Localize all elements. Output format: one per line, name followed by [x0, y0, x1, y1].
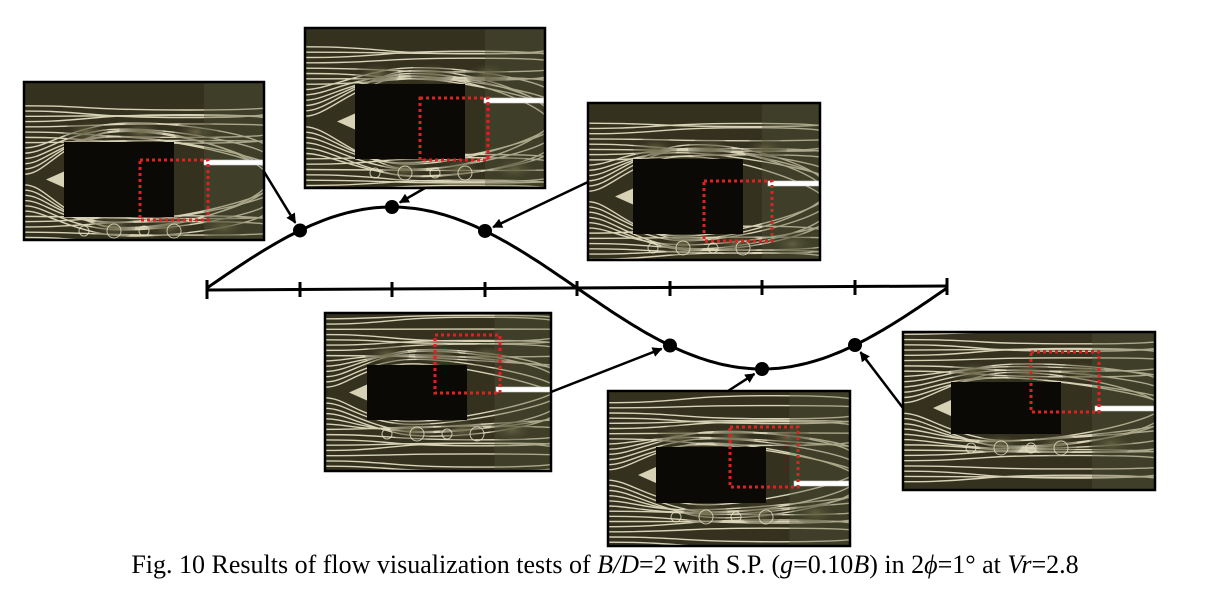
flow-panel-phase-4 [323, 311, 553, 473]
bluff-body [951, 382, 1061, 434]
bluff-body [367, 365, 467, 420]
oscillation-curve [206, 205, 948, 371]
splitter-plate [793, 480, 850, 487]
turbulent-wake [355, 28, 545, 188]
caption-vr-eq: =2.8 [1031, 550, 1079, 579]
phase-points [293, 200, 862, 376]
flow-panel-phase-1 [22, 80, 266, 242]
streamlines [608, 394, 850, 546]
arrow-phase-5 [727, 372, 756, 393]
caption-phi-var: ϕ [924, 550, 938, 579]
arrow-phase-2 [398, 186, 426, 204]
focus-region-box [728, 425, 800, 489]
panel-frame [901, 330, 1157, 492]
figure-caption: Fig. 10 Results of flow visualization te… [0, 550, 1210, 580]
focus-region-box [138, 158, 210, 222]
turbulent-wake [656, 391, 850, 546]
flow-panel-phase-6 [901, 330, 1157, 492]
bluff-body [355, 84, 465, 159]
caption-g-eq: =0.10 [793, 550, 854, 579]
arrow-phase-1 [261, 169, 297, 224]
flow-panel-phase-5 [606, 389, 852, 548]
bluff-body [64, 142, 174, 217]
panel-frame [586, 101, 822, 262]
caption-bd-eq: =2 with S.P. ( [639, 550, 781, 579]
phase-point-phase-1 [293, 223, 307, 238]
panel-frame [22, 80, 266, 242]
splitter-plate [203, 159, 264, 166]
caption-g-var: g [780, 550, 794, 579]
caption-fig-label: Fig. 10 Results of flow visualization te… [131, 550, 598, 579]
caption-phi-eq: =1° at [937, 550, 1008, 579]
splitter-plate [495, 386, 551, 393]
caption-bd-var: B/D [597, 550, 640, 579]
splitter-plate [483, 97, 545, 104]
phase-point-phase-3 [478, 223, 492, 238]
bluff-body [633, 159, 743, 234]
arrow-phase-4 [550, 347, 663, 394]
flow-panel-phase-3 [586, 101, 822, 262]
phase-point-phase-4 [663, 338, 677, 353]
flow-panel-phase-2 [303, 26, 547, 190]
bluff-body [656, 447, 766, 503]
focus-region-box [1029, 350, 1101, 414]
focus-region-box [702, 179, 774, 243]
phase-point-phase-6 [848, 338, 862, 353]
arrow-phase-3 [492, 180, 589, 229]
focus-region-box [418, 96, 490, 162]
flow-panels [22, 26, 1157, 548]
caption-in-text: ) in 2 [869, 550, 925, 579]
panel-arrows [261, 169, 904, 409]
caption-b-var: B [853, 550, 870, 579]
phase-point-phase-5 [755, 362, 769, 376]
arrow-phase-6 [859, 351, 904, 409]
phase-point-phase-2 [385, 200, 399, 214]
caption-vr-var: Vr [1007, 550, 1032, 579]
splitter-plate [767, 180, 820, 187]
splitter-plate [1094, 405, 1155, 412]
focus-region-box [433, 333, 502, 395]
